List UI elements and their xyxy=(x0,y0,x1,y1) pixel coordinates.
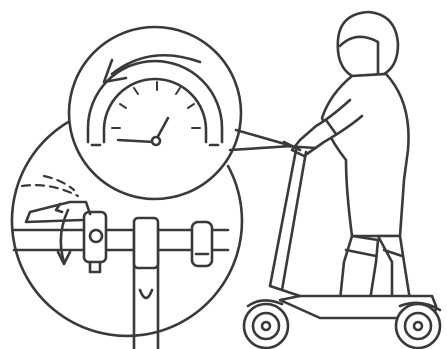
speed-dial-zoom xyxy=(69,27,292,199)
scooter-icon xyxy=(244,146,440,348)
helmet-icon xyxy=(338,12,398,76)
rider-figure xyxy=(284,12,410,312)
